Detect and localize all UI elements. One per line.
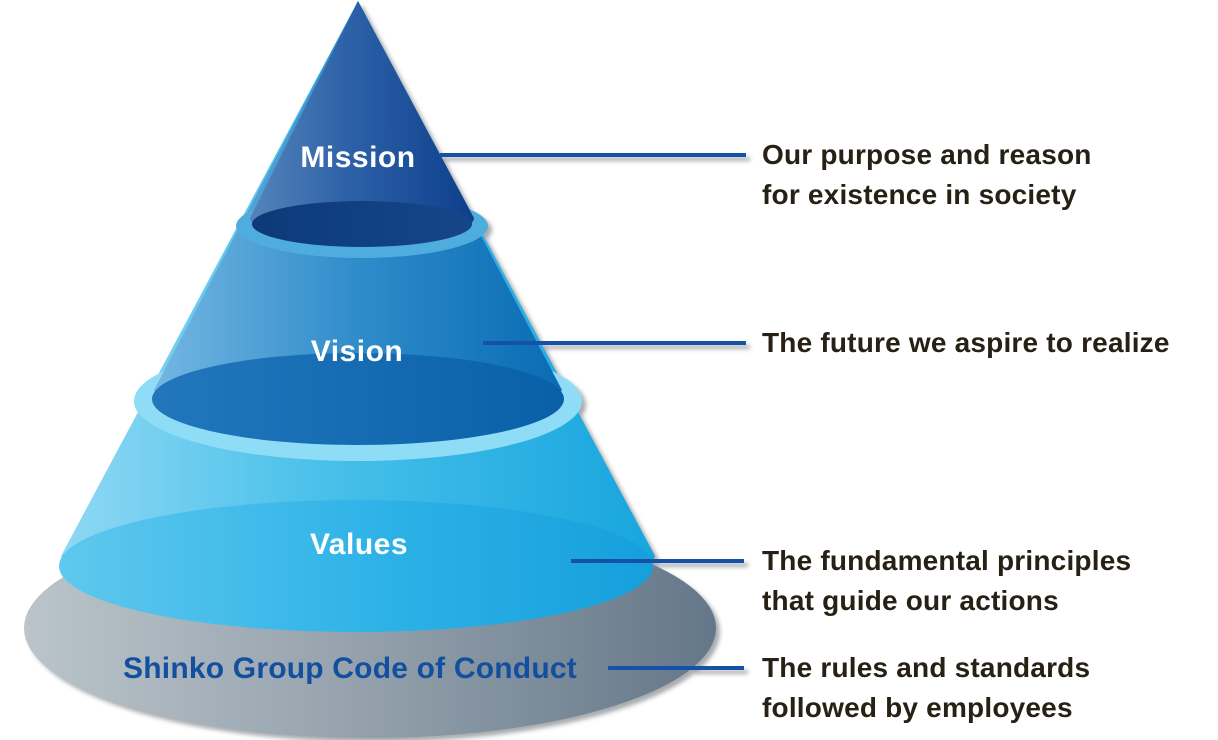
values-description-line1: The fundamental principles xyxy=(762,545,1132,576)
connector-line-conduct xyxy=(608,666,744,670)
vision-description: The future we aspire to realize xyxy=(762,323,1218,363)
values-level-lid xyxy=(59,500,653,632)
code-of-conduct-label: Shinko Group Code of Conduct xyxy=(123,652,577,685)
mission-level-side xyxy=(250,1,474,241)
mission-description-line2: for existence in society xyxy=(762,179,1077,210)
conduct-description-line1: The rules and standards xyxy=(762,652,1091,683)
vision-level-lid xyxy=(152,353,564,445)
values-label: Values xyxy=(309,528,409,561)
mission-level-lid xyxy=(252,201,472,247)
mission-description: Our purpose and reason for existence in … xyxy=(762,135,1218,215)
connector-line-vision xyxy=(483,341,746,345)
connector-line-values xyxy=(571,559,744,563)
values-description: The fundamental principles that guide ou… xyxy=(762,541,1218,621)
connector-line-mission xyxy=(440,153,746,157)
mission-description-line1: Our purpose and reason xyxy=(762,139,1092,170)
vision-label: Vision xyxy=(310,335,404,368)
mission-label: Mission xyxy=(300,141,416,174)
vision-description-line1: The future we aspire to realize xyxy=(762,327,1170,358)
conduct-description-line2: followed by employees xyxy=(762,692,1073,723)
values-description-line2: that guide our actions xyxy=(762,585,1059,616)
conduct-description: The rules and standards followed by empl… xyxy=(762,648,1218,728)
